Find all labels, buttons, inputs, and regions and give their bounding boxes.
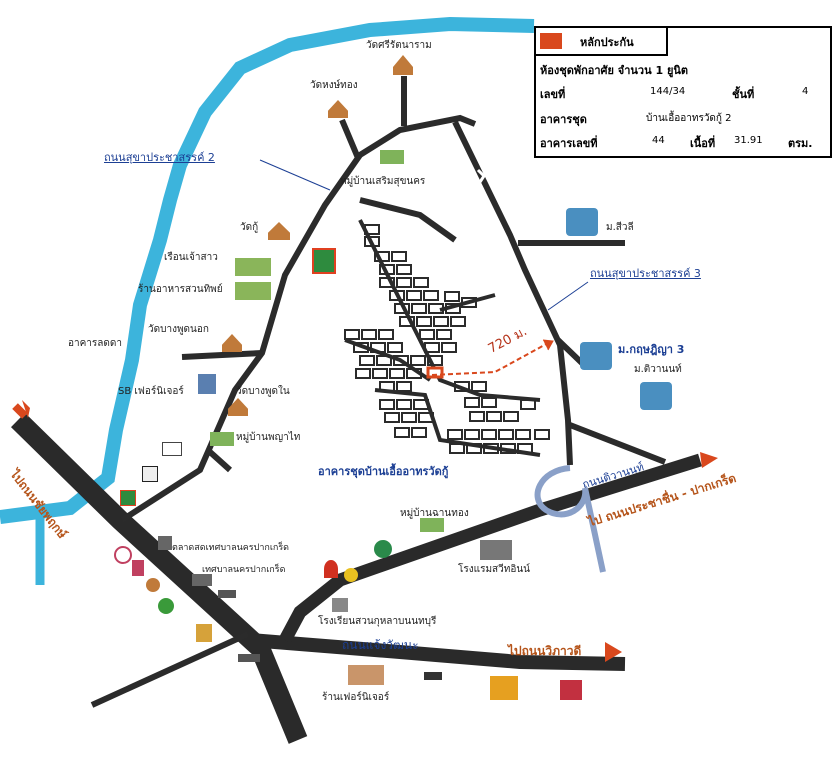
label-sb-furniture: SB เฟอร์นิเจอร์	[118, 386, 184, 397]
legend-no-value: 144/34	[650, 86, 686, 97]
road-chaengwattana-to-furniture	[90, 631, 250, 708]
village-icon	[580, 342, 612, 370]
label-road-sukha3: ถนนสุขาประชาสรรค์ 3	[590, 267, 701, 280]
label-akan-ladda: อาคารลดดา	[68, 338, 123, 349]
legend-no-label: เลขที่	[540, 88, 566, 101]
tiwanon-loop	[534, 465, 606, 573]
legend-area-label: เนื้อที่	[690, 137, 716, 150]
building-icon	[198, 374, 216, 394]
label-mb-serm: หมู่บ้านเสริมสุขนคร	[340, 176, 426, 187]
seven-eleven-icon	[312, 248, 336, 274]
building-icon	[196, 624, 212, 642]
houses-icon	[420, 518, 444, 532]
label-to-vibhavadi: ไปถนนวิภาวดี	[508, 644, 582, 658]
road-ladda	[181, 350, 263, 360]
police-icon	[142, 466, 158, 482]
logo-icon	[218, 590, 236, 598]
legend-bldg-no-value: 44	[652, 135, 665, 146]
label-rongraem: โรงแรมสวีทอินน์	[458, 564, 531, 575]
road-to-tiwanon	[568, 422, 667, 465]
subject-building	[426, 366, 444, 379]
building-icon	[192, 574, 212, 586]
houses-icon	[210, 432, 234, 446]
label-ran-suanthip: ร้านอาหารสวนทิพย์	[138, 284, 223, 295]
seven-eleven-icon	[120, 490, 136, 506]
furniture-icon	[348, 665, 384, 685]
legend-floor-label: ชั้นที่	[732, 88, 755, 101]
legend-heading: ห้องชุดพักอาศัย จำนวน 1 ยูนิต	[540, 64, 689, 77]
label-road-chaengwattana: ถนนแจ้งวัฒนะ	[342, 638, 419, 652]
arrow-chaiyaphruek	[22, 400, 30, 418]
label-wat-ku: วัดกู้	[240, 222, 259, 233]
label-wat-bangphut-nok: วัดบางพูดนอก	[148, 324, 209, 335]
road-sukha2	[120, 114, 477, 523]
estate-streets	[344, 219, 541, 457]
bank-icon	[146, 578, 160, 592]
distance-route	[431, 341, 551, 376]
legend-title: หลักประกัน	[580, 36, 634, 49]
chevrolet-icon	[424, 672, 442, 680]
legend-area-unit: ตรม.	[788, 137, 813, 150]
road-chaengwattana	[249, 633, 626, 671]
logo-icon	[238, 654, 260, 662]
label-road-sukha2: ถนนสุขาประชาสรรค์ 2	[104, 151, 215, 164]
label-mb-tiwanon: ม.ติวานนท์	[634, 364, 682, 375]
label-mb-chanthong: หมู่บ้านฉานทอง	[400, 508, 469, 519]
label-wat-hong: วัดหงษ์ทอง	[310, 80, 358, 91]
label-ruen-jaosao: เรือนเจ้าสาว	[164, 252, 218, 263]
village-icon	[640, 382, 672, 410]
label-rongrian: โรงเรียนสวนกุหลาบนนทบุรี	[318, 616, 437, 627]
label-mb-siwili: ม.สีวลี	[606, 222, 634, 233]
label-akan-chut: อาคารชุดบ้านเอื้ออาทรวัดกู้	[318, 465, 449, 478]
houses-icon	[235, 282, 271, 300]
legend-header: หลักประกัน	[536, 28, 668, 56]
road-sukha3	[452, 120, 573, 466]
legend-building-label: อาคารชุด	[540, 113, 587, 126]
school-icon	[332, 598, 348, 612]
bank-icon	[158, 598, 174, 614]
label-tessaban: เทศบาลนครปากเกร็ด	[202, 565, 286, 575]
legend-area-value: 31.91	[734, 135, 763, 146]
distance-arrow	[542, 339, 554, 351]
legend-building-value: บ้านเอื้ออาทรวัดกู้ 2	[646, 113, 732, 124]
village-icon	[566, 208, 598, 236]
bank-icon	[114, 546, 132, 564]
mail-icon	[162, 442, 182, 456]
legend-bldg-no-label: อาคารเลขที่	[540, 137, 598, 150]
road-to-bangphut	[207, 449, 233, 473]
road-to-wat-hong	[339, 118, 361, 160]
legend-floor-value: 4	[802, 86, 809, 97]
market-icon	[158, 536, 172, 550]
store-icon	[560, 680, 582, 700]
houses-icon	[380, 150, 404, 164]
arrow-pracha	[700, 452, 718, 468]
gas-station-icon	[374, 540, 392, 558]
arrow-vibhavadi	[605, 642, 622, 662]
label-mb-phaya: หมู่บ้านพญาไท	[236, 432, 301, 443]
houses-icon	[235, 258, 271, 276]
collateral-legend: หลักประกัน ห้องชุดพักอาศัย จำนวน 1 ยูนิต…	[534, 26, 832, 158]
hotel-icon	[480, 540, 512, 560]
road-chaiyaphruek	[10, 412, 308, 744]
store-icon	[490, 676, 518, 700]
label-talat: ตลาดสดเทศบาลนครปากเกร็ด	[172, 543, 290, 553]
label-mb-kritsada: ม.กฤษฎิญา 3	[618, 343, 685, 356]
bank-icon	[132, 560, 144, 576]
river	[0, 16, 535, 524]
gas-station-icon	[344, 568, 358, 582]
gas-station-icon	[324, 560, 338, 578]
label-ran-furniture: ร้านเฟอร์นิเจอร์	[322, 692, 390, 703]
road-estate	[359, 197, 457, 243]
legend-swatch	[540, 33, 562, 49]
road-pracha	[279, 453, 702, 644]
label-wat-bangphut-nai: วัดบางพูดใน	[236, 386, 290, 397]
label-wat-sri: วัดศรีรัตนาราม	[366, 40, 432, 51]
road-break	[476, 168, 496, 183]
